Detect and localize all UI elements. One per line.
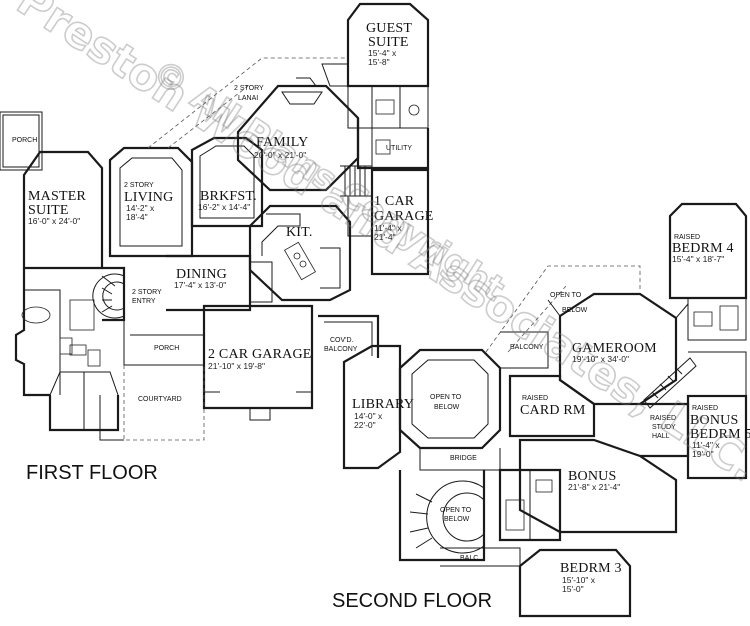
one-car-garage-name-1: 1 CAR [374,194,415,209]
card-room [508,374,596,438]
bedroom3-dim-2: 15'-0" [562,584,584,594]
entry-label-1: 2 STORY [132,289,162,296]
open-below-3-line1: OPEN TO [440,507,472,514]
open-below-1-line1: OPEN TO [430,394,462,401]
room-labels: PORCH GUEST SUITE 15'-4" x 15'-8" 2 STOR… [12,21,750,612]
guest-suite-dim-2: 15'-8" [368,57,390,67]
open-below-2-line1: OPEN TO [550,292,582,299]
one-car-garage-room [347,168,430,276]
open-below-3-line2: BELOW [444,516,470,523]
covd-balcony-label-2: BALCONY [324,346,358,353]
guest-suite-room [321,2,430,129]
bedroom4-dim: 15'-4" x 18'-7" [672,254,724,264]
courtyard-label: COURTYARD [138,396,182,403]
courtyard-area [99,365,205,441]
living-dim-2: 18'-4" [126,212,148,222]
family-name: FAMILY [256,135,308,150]
open-below-1-line2: BELOW [434,404,460,411]
gameroom-stairs [643,357,697,409]
gameroom-dim: 19'-10" x 34'-0" [572,354,629,364]
living-name: LIVING [124,190,173,205]
one-car-garage-dim-2: 21'-4" [374,232,396,242]
master-bath-wing [48,337,120,432]
library-dim-2: 22'-0" [354,420,376,430]
bonus-dim: 21'-8" x 21'-4" [568,482,620,492]
bedroom3-name: BEDRM 3 [560,561,622,576]
second-floor-plan [318,202,748,618]
library-dim-1: 14'-0" x [354,411,383,421]
first-floor-plan [0,2,430,441]
card-room-name: CARD RM [520,403,586,418]
study-hall-label-3: HALL [652,433,670,440]
second-floor-label: SECOND FLOOR [332,590,492,612]
two-car-garage-name: 2 CAR GARAGE [208,347,312,362]
master-suite-dim: 16'-0" x 24'-0" [28,216,80,226]
living-label-1: 2 STORY [124,182,154,189]
open-below-2-line2: BELOW [562,307,588,314]
utility-room [356,118,430,170]
entry-spiral-stair [92,266,126,322]
porch-front-label: PORCH [154,345,179,352]
first-floor-label: FIRST FLOOR [26,462,158,484]
one-car-garage-name-2: GARAGE [374,209,434,224]
dining-name: DINING [176,267,227,282]
bedroom4-name: BEDRM 4 [672,241,734,256]
bridge-label: BRIDGE [450,455,477,462]
guest-suite-dim-1: 15'-4" x [368,48,397,58]
upper-bath [498,468,562,542]
upper-spiral-stair [398,470,486,562]
study-hall-label-2: STUDY [652,424,676,431]
two-car-garage-dim: 21'-10" x 19'-8" [208,361,265,371]
breakfast-name: BRKFST. [200,189,257,204]
bedroom5-label: RAISED [692,405,718,412]
library-name: LIBRARY [352,397,414,412]
guest-suite-name-2: SUITE [368,35,409,50]
master-suite-name-1: MASTER [28,189,86,204]
gameroom-name: GAMEROOM [572,341,657,356]
bedroom4-room [668,202,748,341]
open-below-outline [485,265,641,353]
lanai-label-2: LANAI [238,95,258,102]
bedroom5-name-2: BEDRM 5 [690,427,750,442]
bedroom3-room [518,548,632,618]
open-to-below-upper [398,348,502,450]
bedroom4-label: RAISED [674,234,700,241]
living-dim-1: 14'-2" x [126,203,155,213]
balc-area [440,547,521,567]
covd-balcony-label-1: COV'D. [330,337,354,344]
lanai-label-1: 2 STORY [234,85,264,92]
bridge-area [419,448,501,471]
breakfast-room [190,136,264,228]
study-hall-label-1: RAISED [650,415,676,422]
balcony-label: BALCONY [510,344,544,351]
kitchen-room [248,204,352,302]
study-hall-area [640,402,690,458]
utility-label: UTILITY [386,145,412,152]
balcony-area [500,331,549,369]
covered-balcony-area [318,314,380,358]
bedroom5-dim-2: 19'-0" [692,449,714,459]
bonus-name: BONUS [568,469,616,484]
bedroom5-dim-1: 11'-4" x [692,440,720,450]
dining-dim: 17'-4" x 13'-0" [174,280,226,290]
lanai-outline [147,57,349,149]
porch-top-label: PORCH [12,137,37,144]
card-room-label: RAISED [522,395,548,402]
master-suite-name-2: SUITE [28,203,69,218]
dining-room [166,254,273,312]
guest-suite-name-1: GUEST [366,21,412,36]
breakfast-dim: 16'-2" x 14'-4" [198,202,250,212]
bedroom5-name-1: BONUS [690,413,738,428]
entry-label-2: ENTRY [132,298,156,305]
kitchen-name: KIT. [286,225,313,240]
one-car-garage-dim-1: 11'-4" x [374,223,402,233]
porch-top-room [0,111,43,171]
balc-label: BALC. [460,555,480,562]
porch-front-room [123,320,204,366]
family-dim: 20'-0" x 21'-0" [254,150,306,160]
bonus-room [518,438,678,534]
master-suite-room [14,150,104,397]
bedroom3-dim-1: 15'-10" x [562,575,596,585]
